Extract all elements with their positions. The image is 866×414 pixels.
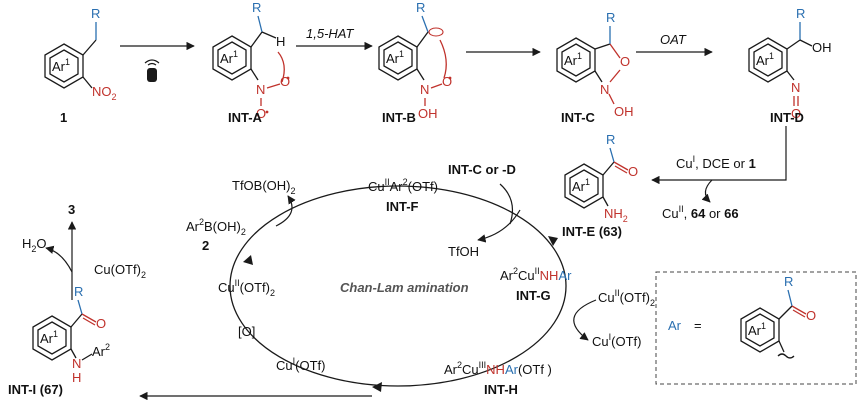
boronic-acid-in: Ar2B(OH)2 — [186, 217, 246, 237]
svg-text:N: N — [72, 356, 81, 371]
int-d-label: INT-D — [770, 110, 804, 125]
arrow-to-int-e — [651, 126, 787, 185]
condition-bottom: CuII, 64 or 66 — [662, 204, 739, 221]
oat-label: OAT — [660, 32, 687, 47]
hat-label: 1,5-HAT — [306, 26, 354, 41]
int-i-structure: Ar1 R O N H Ar2 — [32, 284, 110, 385]
svg-text:O: O — [620, 54, 630, 69]
svg-text:N: N — [256, 82, 265, 97]
svg-text:Ar1: Ar1 — [52, 57, 70, 74]
boronic-acid-number: 2 — [202, 238, 209, 253]
r-group: R — [91, 6, 100, 21]
svg-text:OH: OH — [614, 104, 634, 119]
svg-text:R: R — [606, 10, 615, 25]
cu-otf2-reagent: Cu(OTf)2 — [94, 262, 146, 280]
light-bulb-icon — [144, 59, 160, 82]
arrow-tfoh — [477, 209, 521, 243]
int-g-formula: Ar2CuIINHAr — [500, 266, 572, 283]
catalytic-cycle — [229, 185, 567, 387]
svg-text:Ar1: Ar1 — [572, 177, 590, 194]
cu-otf2-in: CuII(OTf)2 — [598, 288, 655, 308]
svg-text:O: O — [628, 164, 638, 179]
cu-otf2-left: CuII(OTf)2 — [218, 278, 275, 298]
int-h-formula: Ar2CuIIINHAr(OTf ) — [444, 360, 552, 377]
int-c-structure: Ar1 R O N OH — [556, 10, 634, 119]
int-f-label: INT-F — [386, 199, 419, 214]
boronic-acid-out: TfOB(OH)2 — [232, 178, 296, 196]
arrow-water — [45, 245, 73, 273]
svg-text:O: O — [791, 106, 801, 121]
svg-text:R: R — [796, 6, 805, 21]
svg-text:Ar1: Ar1 — [386, 49, 404, 66]
svg-text:O: O — [442, 74, 452, 89]
svg-text:H: H — [72, 370, 81, 385]
ar-legend-structure: Ar1 R O — [740, 274, 816, 359]
svg-text:R: R — [416, 0, 425, 15]
cycle-title: Chan-Lam amination — [340, 280, 469, 295]
int-e-structure: Ar1 R O NH2 — [564, 132, 638, 224]
svg-text:NO2: NO2 — [92, 84, 117, 102]
int-b-label: INT-B — [382, 110, 416, 125]
svg-text:Ar1: Ar1 — [564, 51, 582, 68]
cu-otf-bottom: CuI(OTf) — [276, 356, 325, 373]
int-i-label: INT-I (67) — [8, 382, 63, 397]
svg-text:Ar2: Ar2 — [92, 342, 110, 359]
arrow-boronic — [275, 195, 296, 227]
int-c-label: INT-C — [561, 110, 596, 125]
int-b-structure: Ar1 R N O OH — [378, 0, 452, 121]
svg-text:N: N — [420, 82, 429, 97]
arrow-cu-cycle — [701, 179, 713, 203]
ar-legend-equals: = — [694, 318, 702, 333]
svg-text:Ar1: Ar1 — [756, 51, 774, 68]
product-3-label: 3 — [68, 202, 75, 217]
arrow-incoming — [499, 183, 513, 225]
tfoh-label: TfOH — [448, 244, 479, 259]
svg-text:N: N — [600, 82, 609, 97]
incoming-int-c-d: INT-C or -D — [448, 162, 516, 177]
svg-text:O: O — [256, 106, 266, 121]
int-h-label: INT-H — [484, 382, 518, 397]
int-d-structure: Ar1 R OH N O — [748, 6, 832, 121]
oxidant-label: [O] — [238, 324, 255, 339]
arrow-cu-exchange — [573, 299, 597, 341]
compound-1: Ar1 R NO2 — [44, 6, 117, 102]
svg-text:N: N — [791, 80, 800, 95]
int-e-label: INT-E (63) — [562, 224, 622, 239]
svg-text:OH: OH — [418, 106, 438, 121]
svg-text:Ar1: Ar1 — [40, 329, 58, 346]
compound-1-label: 1 — [60, 110, 67, 125]
svg-text:O: O — [96, 316, 106, 331]
svg-text:R: R — [252, 0, 261, 15]
cu-otf-out: CuI(OTf) — [592, 332, 641, 349]
int-a-label: INT-A — [228, 110, 263, 125]
svg-text:H: H — [276, 34, 285, 49]
svg-text:O: O — [806, 308, 816, 323]
ar-legend-symbol: Ar — [668, 318, 682, 333]
svg-text:Ar1: Ar1 — [220, 49, 238, 66]
svg-text:OH: OH — [812, 40, 832, 55]
int-a-structure: Ar1 R H N O O — [212, 0, 290, 121]
svg-text:R: R — [606, 132, 615, 147]
svg-text:O: O — [280, 74, 290, 89]
svg-text:NH2: NH2 — [604, 206, 628, 224]
ar-definition-box — [655, 271, 857, 385]
condition-top: CuI, DCE or 1 — [676, 154, 756, 171]
svg-text:R: R — [74, 284, 83, 299]
svg-text:R: R — [784, 274, 793, 289]
water-label: H2O — [22, 236, 47, 254]
svg-text:Ar1: Ar1 — [748, 321, 766, 338]
int-f-formula: CuIIAr2(OTf) — [368, 177, 438, 194]
int-g-label: INT-G — [516, 288, 551, 303]
